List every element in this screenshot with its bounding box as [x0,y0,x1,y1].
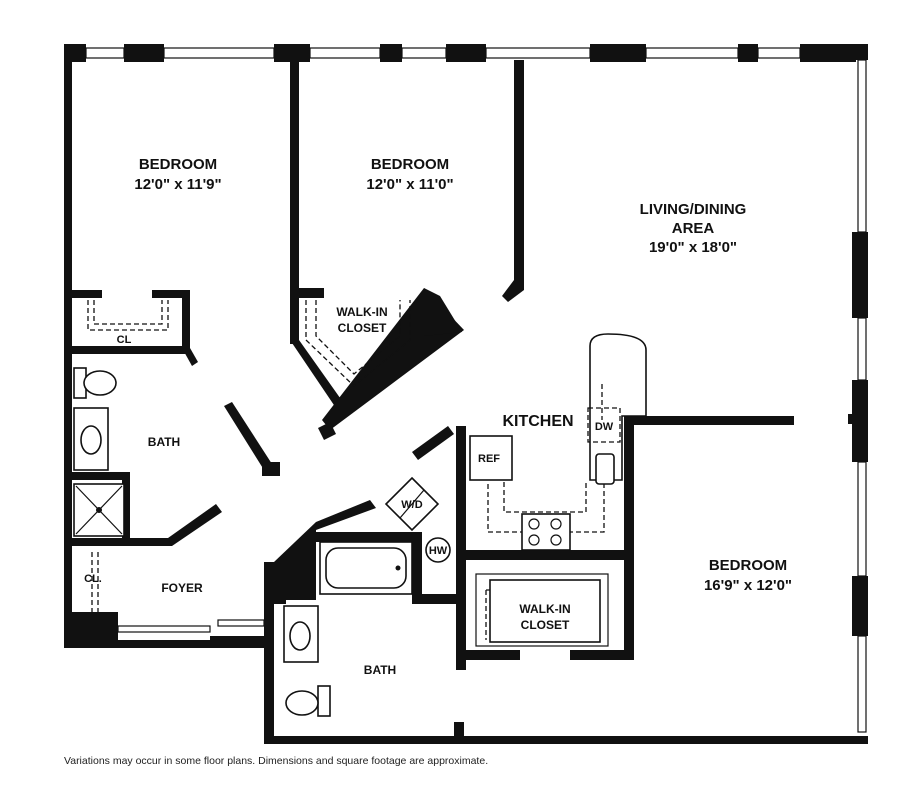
toilet-icon [73,367,117,399]
kitchen-counter [589,333,647,481]
fixtures [73,300,647,717]
refrigerator-label: REF [478,453,500,465]
shower-icon [73,483,125,537]
walkin2-label-2: CLOSET [521,618,570,632]
kitchen-label: KITCHEN [502,413,573,430]
bedroom1-dimensions: 12'0" x 11'9" [134,176,221,193]
foyer-label: FOYER [161,581,203,595]
bath2-label: BATH [364,663,396,677]
sink-icon [283,605,319,663]
room-labels: BEDROOM 12'0" x 11'9" BEDROOM 12'0" x 11… [84,156,792,677]
bedroom1-label: BEDROOM [139,156,217,173]
living-dining-dimensions: 19'0" x 18'0" [649,239,737,256]
bedroom2-label: BEDROOM [371,156,449,173]
kitchen-sink-icon [595,453,615,485]
walkin1-label: WALK-IN [336,305,387,319]
bedroom3-dimensions: 16'9" x 12'0" [704,577,792,594]
washer-dryer-label: W/D [401,499,422,511]
stove-icon [521,513,571,551]
water-heater-icon [425,537,451,563]
water-heater-label: HW [429,545,448,557]
sink-icon [73,407,109,471]
walkin2-label: WALK-IN [519,602,570,616]
refrigerator-icon [469,435,513,481]
disclaimer-text: Variations may occur in some floor plans… [64,755,489,767]
bedroom3-label: BEDROOM [709,557,787,574]
closet1-label: CL [117,334,132,346]
walkin1-label-2: CLOSET [338,321,387,335]
living-dining-label: LIVING/DINING [640,201,747,218]
living-dining-label-2: AREA [672,220,715,237]
bedroom2-dimensions: 12'0" x 11'0" [366,176,453,193]
bath1-label: BATH [148,435,180,449]
interior-walls [72,60,794,744]
dishwasher-label: DW [595,421,614,433]
closet2-label: CL. [84,573,102,585]
closet-rod [87,300,169,331]
toilet-icon [285,685,331,717]
dishwasher-icon [587,407,621,443]
washer-dryer-icon [384,476,440,532]
bathtub-icon [319,541,413,595]
